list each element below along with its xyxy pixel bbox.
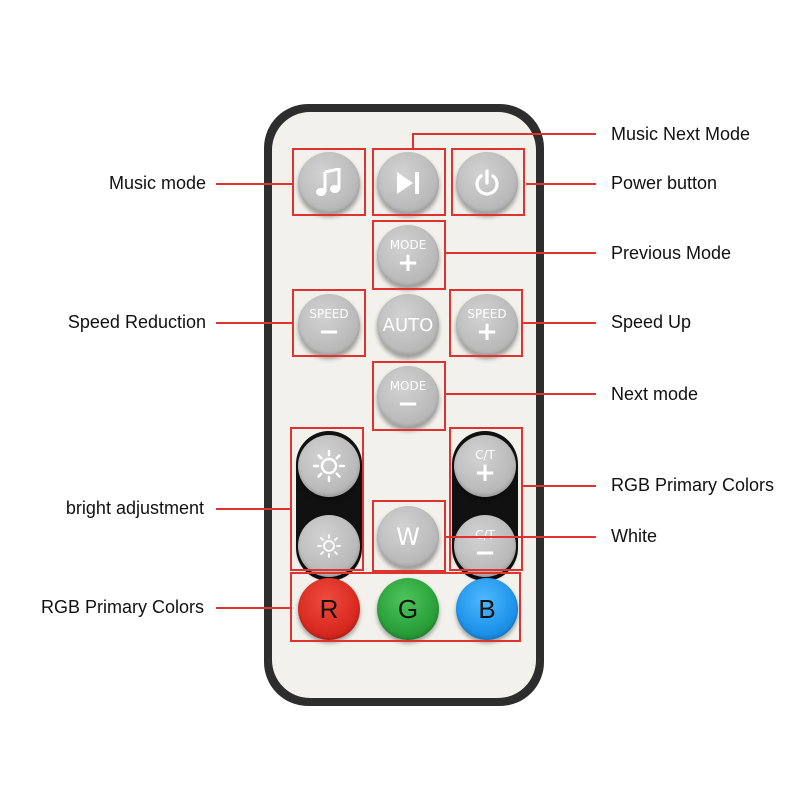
speed-text: SPEED [309, 306, 349, 321]
leader-music-mode [216, 183, 292, 185]
label-speed-up: Speed Up [611, 312, 692, 332]
label-bright-adjustment: bright adjustment [65, 498, 204, 518]
w-text: W [396, 523, 420, 551]
music-note-icon [316, 168, 341, 196]
label-white: White [611, 526, 658, 546]
leader-previous-mode [446, 252, 596, 254]
red-button[interactable]: R [298, 578, 360, 640]
rgb-highlight [290, 572, 521, 642]
label-power-button: Power button [611, 173, 718, 193]
speed-minus-highlight [292, 289, 366, 357]
label-rgb-primary-colors-right: RGB Primary Colors [611, 475, 775, 495]
music-mode-button[interactable] [298, 152, 360, 214]
plus-sign: + [476, 316, 498, 347]
mode-plus-highlight [372, 220, 446, 290]
label-next-mode: Next mode [611, 384, 699, 404]
mode-plus-button[interactable]: MODE + [377, 225, 439, 287]
leader-speed-up [523, 322, 596, 324]
leader-speed-reduction [216, 322, 292, 324]
ct-text: C/T [475, 447, 495, 462]
green-button[interactable]: G [377, 578, 439, 640]
leader-white [446, 536, 596, 538]
leader-next-mode [446, 393, 596, 395]
label-music-mode: Music mode [108, 173, 206, 193]
minus-sign: − [318, 316, 340, 347]
mode-minus-button[interactable]: MODE − [377, 366, 439, 428]
power-button[interactable] [456, 152, 518, 214]
blue-button[interactable]: B [456, 578, 518, 640]
brightness-rocker [296, 431, 362, 581]
ct-plus-button[interactable]: C/T + [454, 435, 516, 497]
power-highlight [451, 148, 525, 216]
power-icon [475, 169, 499, 196]
sun-large-icon [312, 449, 346, 483]
r-text: R [319, 593, 339, 624]
label-previous-mode: Previous Mode [611, 243, 732, 263]
bright-highlight [290, 427, 364, 571]
minus-sign: − [474, 537, 496, 568]
label-music-next-mode: Music Next Mode [611, 124, 751, 144]
music-next-mode-button[interactable] [377, 152, 439, 214]
auto-button[interactable]: AUTO [377, 294, 439, 356]
white-button[interactable]: W [377, 506, 439, 568]
skip-next-icon [397, 172, 419, 194]
brightness-down-button[interactable] [298, 515, 360, 577]
plus-sign: + [397, 247, 419, 278]
speed-minus-button[interactable]: SPEED − [298, 294, 360, 356]
speed-plus-highlight [449, 289, 523, 357]
b-text: B [478, 593, 496, 624]
leader-bright [216, 508, 290, 510]
leader-music-next-h [412, 133, 596, 135]
minus-sign: − [397, 388, 419, 419]
sun-small-icon [317, 534, 341, 558]
plus-sign: + [474, 457, 496, 488]
leader-rgb-left [216, 607, 290, 609]
brightness-up-button[interactable] [298, 435, 360, 497]
mode-text: MODE [389, 378, 427, 393]
speed-plus-button[interactable]: SPEED + [456, 294, 518, 356]
leader-rgb-right [523, 485, 596, 487]
music-next-highlight [372, 148, 446, 216]
leader-music-next-v [412, 133, 414, 149]
ct-highlight [449, 427, 523, 571]
leader-power [526, 183, 596, 185]
label-rgb-primary-colors-left: RGB Primary Colors [40, 597, 204, 617]
label-speed-reduction: Speed Reduction [67, 312, 206, 332]
auto-text: AUTO [382, 314, 434, 336]
mode-minus-highlight [372, 361, 446, 431]
speed-text: SPEED [467, 306, 507, 321]
white-highlight [372, 500, 446, 572]
mode-text: MODE [389, 237, 427, 252]
g-text: G [397, 593, 419, 624]
music-mode-highlight [292, 148, 366, 216]
